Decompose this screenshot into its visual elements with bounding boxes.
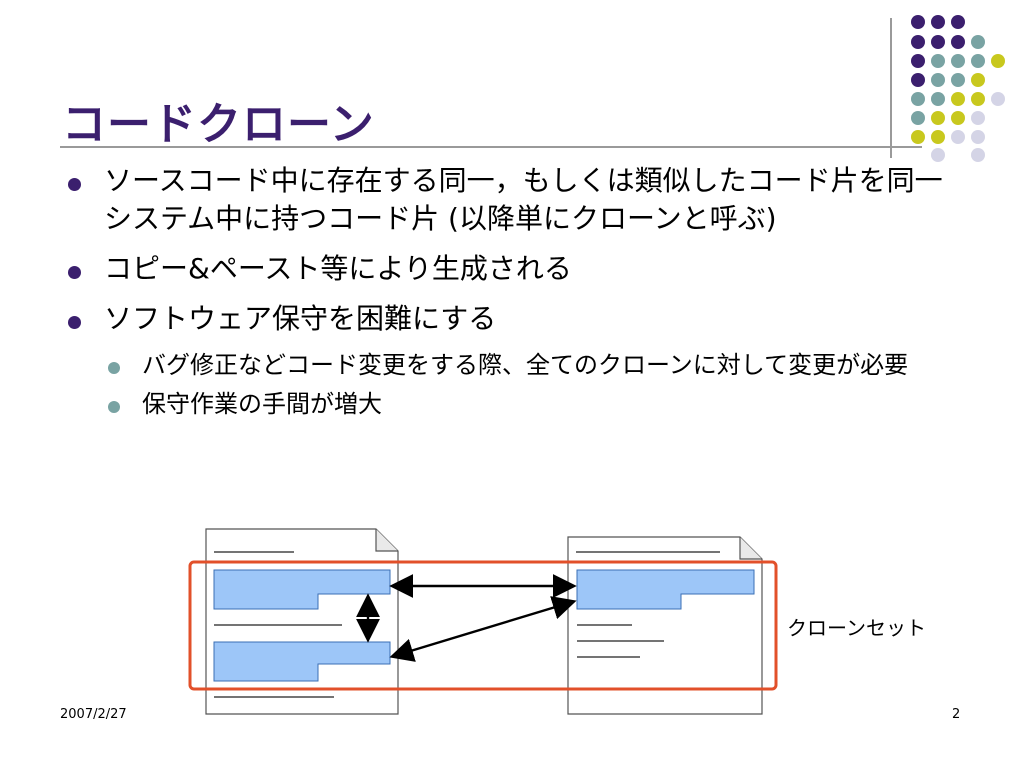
- bullet-item: ソフトウェア保守を困難にする: [66, 300, 956, 338]
- title-underline: [60, 146, 922, 148]
- decorative-dot: [951, 15, 965, 29]
- decorative-dot: [911, 130, 925, 144]
- decorative-dot: [911, 35, 925, 49]
- sub-bullet-item: 保守作業の手間が増大: [66, 389, 956, 420]
- decorative-dot: [911, 54, 925, 68]
- decorative-dot: [951, 130, 965, 144]
- decorative-vertical-rule: [890, 18, 892, 158]
- decorative-dot: [971, 111, 985, 125]
- sub-bullet-text: 保守作業の手間が増大: [142, 390, 382, 418]
- decorative-dot: [911, 92, 925, 106]
- sub-bullet-icon: [108, 401, 120, 413]
- clone-fragment: [576, 569, 755, 610]
- decorative-dot: [911, 111, 925, 125]
- decorative-dot: [951, 73, 965, 87]
- decorative-dot: [971, 130, 985, 144]
- decorative-dot: [971, 92, 985, 106]
- decorative-dot: [991, 92, 1005, 106]
- decorative-dot: [971, 148, 985, 162]
- clone-fragment: [213, 569, 391, 610]
- document-icon: [205, 528, 399, 715]
- bullet-item: ソースコード中に存在する同一，もしくは類似したコード片を同一システム中に持つコー…: [66, 162, 956, 238]
- decorative-dot: [951, 111, 965, 125]
- decorative-dot: [931, 54, 945, 68]
- decorative-dot: [971, 73, 985, 87]
- bullet-text: コピー&ペースト等により生成される: [104, 252, 572, 285]
- decorative-dot: [931, 35, 945, 49]
- bullet-icon: [68, 266, 81, 279]
- decorative-dot: [971, 54, 985, 68]
- sub-bullet-icon: [108, 362, 120, 374]
- bullet-item: コピー&ペースト等により生成される: [66, 250, 956, 288]
- decorative-dot: [951, 54, 965, 68]
- sub-bullet-text: バグ修正などコード変更をする際、全てのクローンに対して変更が必要: [142, 351, 909, 379]
- sub-bullet-item: バグ修正などコード変更をする際、全てのクローンに対して変更が必要: [66, 350, 956, 381]
- decorative-dot-grid: [911, 15, 1005, 162]
- decorative-dot: [951, 92, 965, 106]
- decorative-dot: [931, 73, 945, 87]
- bullet-text: ソフトウェア保守を困難にする: [104, 302, 497, 335]
- decorative-dot: [931, 15, 945, 29]
- decorative-dot: [931, 92, 945, 106]
- bullet-text: ソースコード中に存在する同一，もしくは類似したコード片を同一システム中に持つコー…: [104, 164, 943, 235]
- bullet-icon: [68, 178, 81, 191]
- footer-date: 2007/2/27: [60, 707, 127, 722]
- bullet-icon: [68, 316, 81, 329]
- decorative-dot: [911, 15, 925, 29]
- slide-title: コードクローン: [62, 99, 375, 150]
- decorative-dot: [931, 148, 945, 162]
- decorative-dot: [951, 35, 965, 49]
- clone-set-label: クローンセット: [787, 616, 926, 640]
- clone-set-box: [188, 560, 778, 691]
- clone-fragment: [213, 641, 391, 682]
- decorative-dot: [931, 111, 945, 125]
- page-number: 2: [952, 707, 961, 722]
- document-icon: [567, 536, 763, 715]
- decorative-dot: [911, 73, 925, 87]
- decorative-dot: [991, 54, 1005, 68]
- decorative-dot: [971, 35, 985, 49]
- bullet-list: ソースコード中に存在する同一，もしくは類似したコード片を同一システム中に持つコー…: [66, 162, 956, 428]
- clone-link-arrow: [389, 596, 577, 662]
- decorative-dot: [931, 130, 945, 144]
